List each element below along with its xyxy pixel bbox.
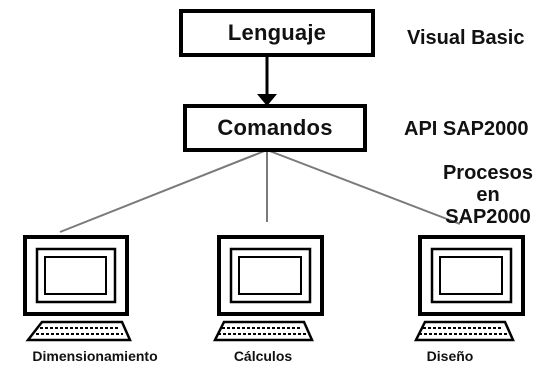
processes-label-line-2: en	[476, 184, 500, 206]
computer-icon	[212, 235, 324, 342]
language-box-label: Lenguaje	[227, 20, 327, 45]
computer-icon	[413, 235, 525, 342]
connector-line-right	[266, 149, 461, 225]
computer-label: Dimensionamiento	[32, 348, 158, 364]
language-box: Lenguaje	[179, 9, 375, 57]
arrow-head	[257, 94, 277, 106]
processes-label-line-3: SAP2000	[445, 206, 531, 228]
commands-box-label: Comandos	[217, 115, 333, 140]
computer-label: Diseño	[426, 348, 474, 364]
language-value: Visual Basic	[407, 27, 525, 49]
computer-icon	[23, 235, 132, 342]
connector-line-left	[59, 149, 268, 233]
commands-value: API SAP2000	[404, 118, 529, 140]
processes-label-line-1: Procesos	[442, 162, 534, 184]
processes-label: Procesos en SAP2000	[428, 162, 548, 228]
commands-box: Comandos	[183, 104, 367, 152]
computer-label: Cálculos	[233, 348, 293, 364]
